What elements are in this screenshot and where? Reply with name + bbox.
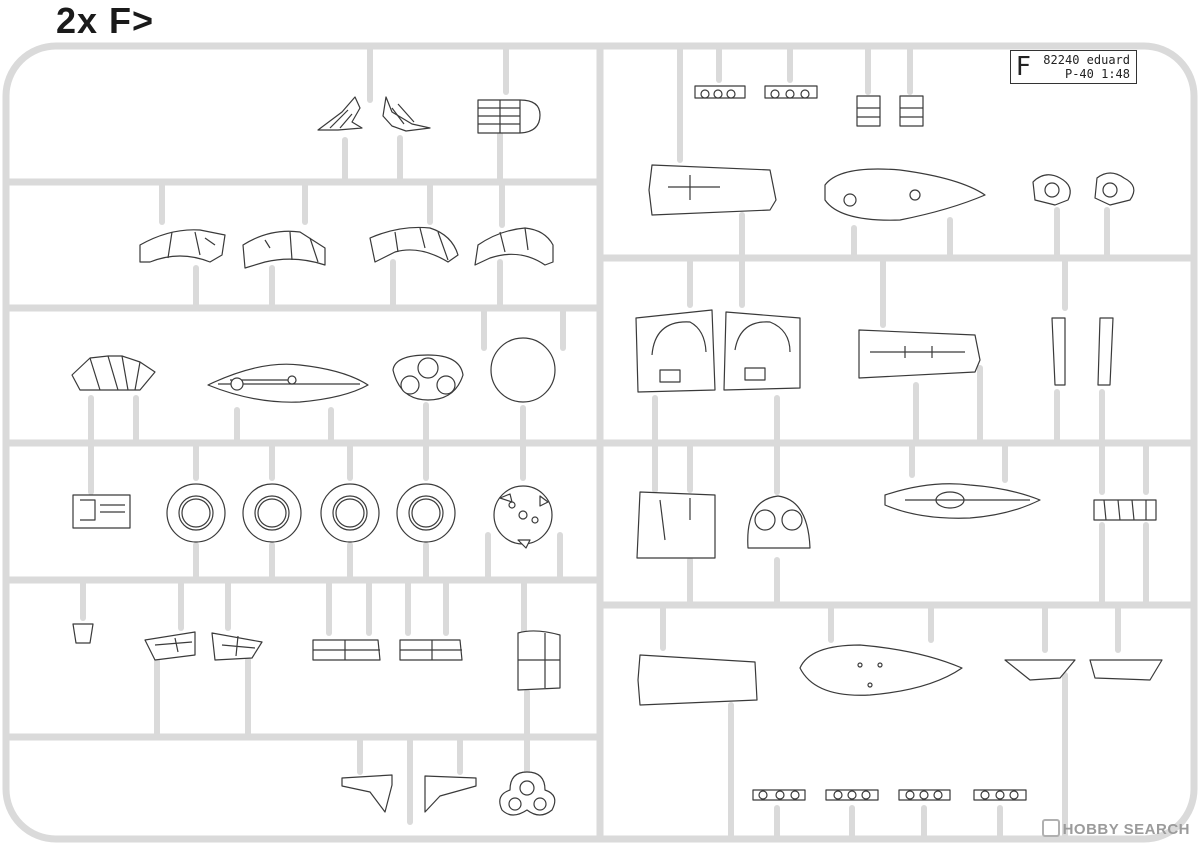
part-strip-1	[1051, 317, 1066, 386]
part-disc	[490, 337, 556, 403]
part-tank-half-1	[824, 168, 986, 221]
part-wing-panel-3	[637, 654, 758, 706]
hobby-search-logo-icon	[1041, 819, 1060, 837]
part-shroud-1	[635, 309, 716, 393]
part-comb	[1093, 499, 1157, 521]
part-housing	[636, 491, 716, 559]
part-mount-left	[341, 774, 393, 813]
part-block-1	[856, 95, 881, 127]
runner-frame	[2, 42, 1198, 843]
part-fin-left	[317, 96, 363, 131]
watermark-text: HOBBY SEARCH	[1062, 821, 1190, 838]
parts	[71, 85, 1163, 816]
part-drop-tank-half	[207, 363, 369, 403]
runner-gates	[80, 43, 1149, 842]
part-cowl-2	[242, 230, 326, 269]
sprue-tag: F 82240 eduard P-40 1:48	[1010, 50, 1137, 84]
tag-model-scale: P-40 1:48	[1064, 67, 1130, 81]
part-cowl-4	[474, 227, 554, 266]
tag-kit-number: 82240 eduard	[1043, 53, 1130, 67]
watermark: HOBBY SEARCH	[1041, 819, 1190, 838]
part-block-2	[899, 95, 924, 127]
part-mount-right	[424, 775, 477, 813]
part-dome	[747, 495, 811, 549]
part-fin-right	[382, 96, 431, 132]
part-strut-left	[144, 631, 196, 661]
part-bracket-2	[1089, 659, 1163, 681]
part-tank-half-2	[799, 644, 963, 696]
tag-letter: F	[1016, 52, 1031, 82]
part-wing-panel-2	[858, 329, 981, 379]
part-cowl-1	[139, 229, 226, 263]
part-bracket-1	[1004, 659, 1076, 681]
part-wing-panel-1	[648, 164, 777, 216]
part-strip-2	[1097, 317, 1114, 386]
part-cowl-3	[369, 226, 459, 263]
sheet-title: 2x F>	[56, 0, 155, 41]
part-cup	[72, 623, 94, 644]
